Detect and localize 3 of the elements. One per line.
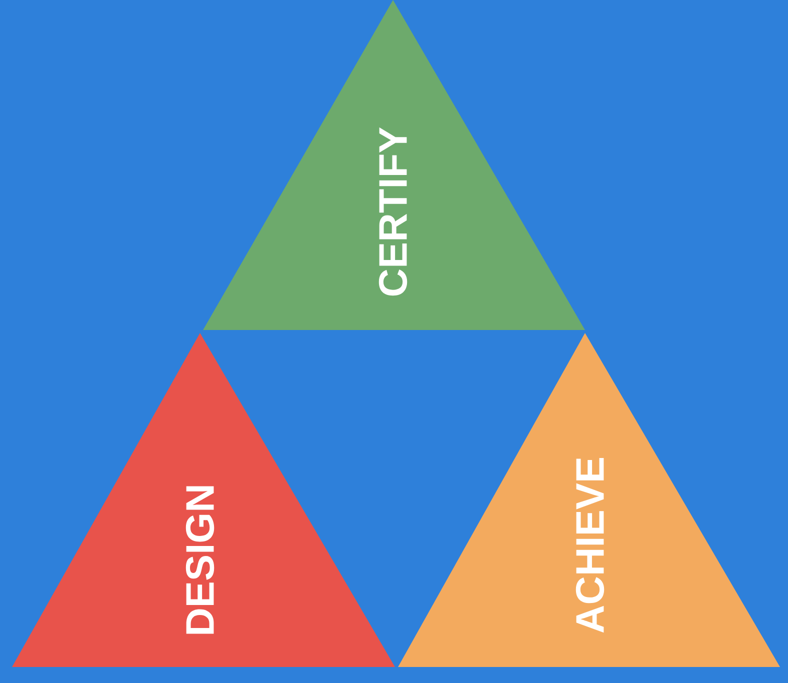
triangle: DESIGN: [12, 333, 395, 667]
triangle: ACHIEVE: [398, 333, 780, 667]
triangle: CERTIFY: [203, 0, 585, 330]
